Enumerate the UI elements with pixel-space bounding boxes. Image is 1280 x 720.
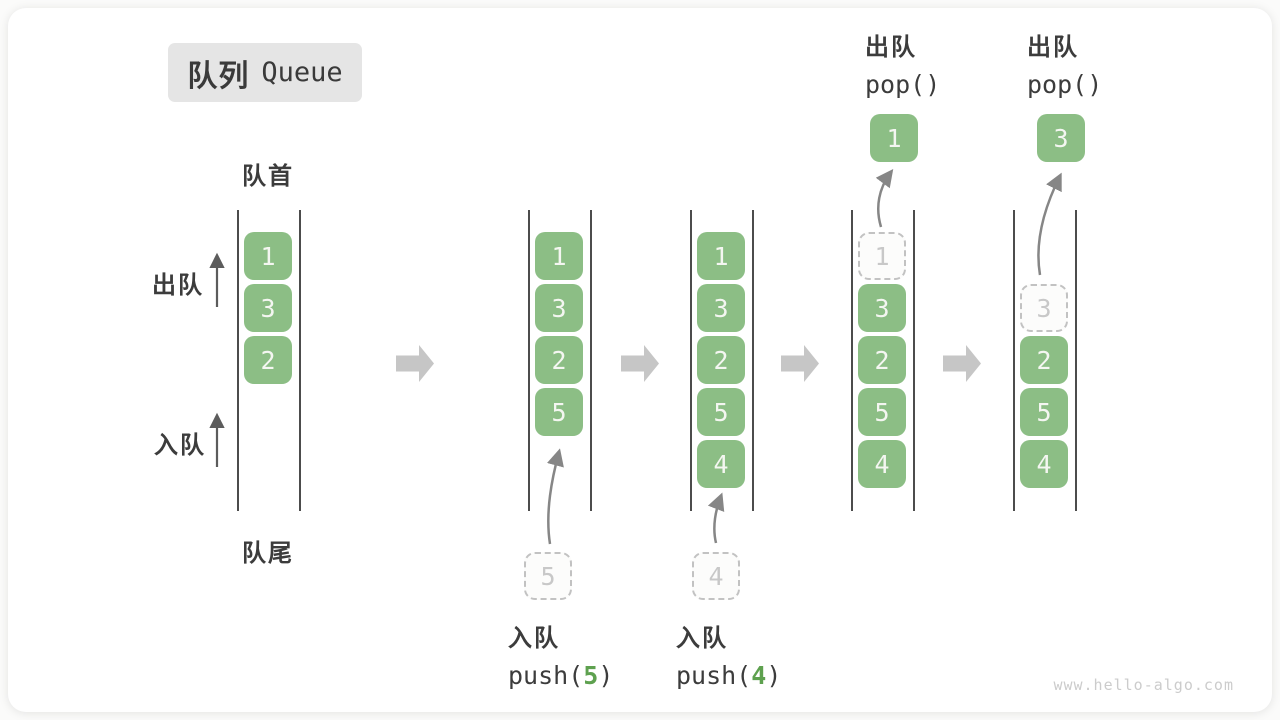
queue-item: 5: [1020, 388, 1068, 436]
step-arrow-icon: [781, 345, 819, 382]
queue-wall: [237, 210, 239, 511]
push-5-operation-label: 入队 push(5): [508, 618, 613, 690]
queue-wall: [752, 210, 754, 511]
queue-item: 1: [244, 232, 292, 280]
code-arg: 4: [751, 661, 767, 690]
queue-item: 5: [535, 388, 583, 436]
pop-operation-label-1: 出队 pop(): [865, 27, 940, 99]
watermark: www.hello-algo.com: [1053, 676, 1234, 694]
queue-item: 1: [697, 232, 745, 280]
pop-code: pop(): [1027, 70, 1103, 99]
queue-wall: [690, 210, 692, 511]
queue-item: 2: [244, 336, 292, 384]
queue-item: 5: [858, 388, 906, 436]
queue-wall: [913, 210, 915, 511]
title-en: Queue: [261, 57, 343, 88]
pop-label-zh: 出队: [1027, 34, 1079, 61]
incoming-item-ghost: 4: [692, 552, 740, 600]
queue-item: 1: [535, 232, 583, 280]
code-arg: 5: [583, 661, 599, 690]
queue-item: 3: [535, 284, 583, 332]
pop-operation-label-2: 出队 pop(): [1027, 27, 1102, 99]
queue-item: 3: [697, 284, 745, 332]
queue-wall: [528, 210, 530, 511]
push-code: push(4): [676, 661, 781, 690]
queue-wall: [1075, 210, 1077, 511]
pop-3-arrow-icon: [1037, 172, 1062, 276]
queue-item: 4: [1020, 440, 1068, 488]
queue-item: 4: [697, 440, 745, 488]
push-4-operation-label: 入队 push(4): [676, 618, 781, 690]
push-4-arrow-icon: [707, 492, 725, 544]
code-pre: push(: [676, 661, 752, 690]
push-label-zh: 入队: [508, 625, 560, 652]
code-post: ): [766, 661, 782, 690]
push-code: push(5): [508, 661, 613, 690]
figure-card: 队列 Queue 队首 队尾 出队 入队: [8, 8, 1272, 712]
label-dequeue-left: 出队: [152, 272, 204, 299]
queue-item: 2: [1020, 336, 1068, 384]
title-badge: 队列 Queue: [168, 43, 362, 102]
step-arrow-icon: [943, 345, 981, 382]
queue-wall: [590, 210, 592, 511]
queue-wall: [299, 210, 301, 511]
label-queue-front: 队首: [242, 163, 294, 190]
queue-item: 2: [858, 336, 906, 384]
queue-item: 2: [535, 336, 583, 384]
push-label-zh: 入队: [676, 625, 728, 652]
popped-item: 3: [1037, 114, 1085, 162]
arrows-overlay: [209, 168, 1062, 545]
step-arrow-icon: [396, 345, 434, 382]
incoming-item-ghost: 5: [524, 552, 572, 600]
queue-item: 3: [858, 284, 906, 332]
title-zh: 队列: [187, 59, 250, 93]
removed-item-ghost: 1: [858, 232, 906, 280]
code-pre: push(: [508, 661, 584, 690]
step-arrow-icon: [621, 345, 659, 382]
queue-item: 5: [697, 388, 745, 436]
popped-item: 1: [870, 114, 918, 162]
queue-wall: [851, 210, 853, 511]
label-queue-rear: 队尾: [242, 540, 294, 567]
push-5-arrow-icon: [546, 448, 564, 545]
removed-item-ghost: 3: [1020, 284, 1068, 332]
pop-code: pop(): [865, 70, 941, 99]
pop-label-zh: 出队: [865, 34, 917, 61]
queue-item: 3: [244, 284, 292, 332]
pop-1-arrow-icon: [875, 168, 894, 228]
queue-item: 2: [697, 336, 745, 384]
label-enqueue-left: 入队: [154, 432, 206, 459]
queue-item: 4: [858, 440, 906, 488]
code-post: ): [598, 661, 614, 690]
queue-wall: [1013, 210, 1015, 511]
